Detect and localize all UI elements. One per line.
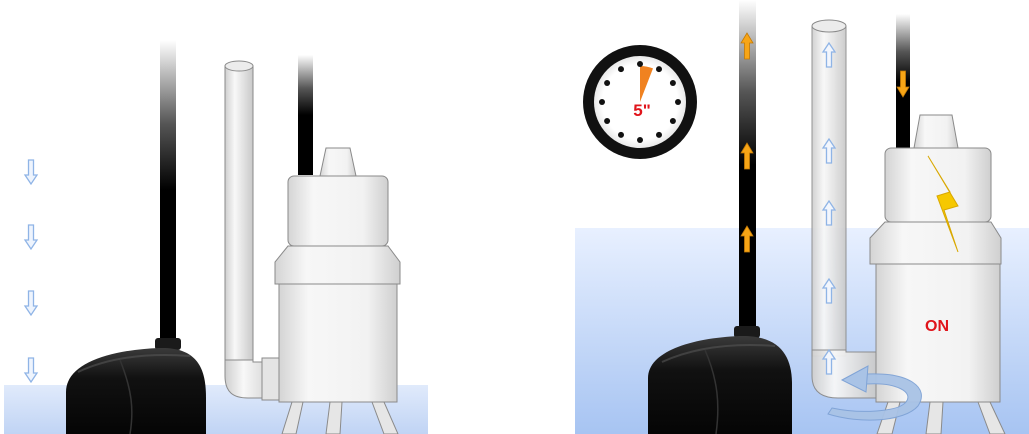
submersible-pump: ON bbox=[869, 114, 1006, 434]
circular-flow-arrow-icon bbox=[827, 365, 922, 421]
water-drop-arrows bbox=[24, 159, 38, 383]
float-switch-cable bbox=[160, 40, 176, 340]
pump-power-cable bbox=[298, 55, 313, 175]
arrow-down-icon bbox=[24, 357, 38, 383]
lightning-bolt-icon bbox=[927, 155, 959, 253]
float-switch bbox=[648, 335, 792, 434]
arrow-down-icon bbox=[24, 224, 38, 250]
timer-label: 5" bbox=[633, 101, 651, 120]
float-switch bbox=[66, 347, 206, 434]
pump-status-label: ON bbox=[925, 318, 949, 335]
arrow-down-icon bbox=[24, 290, 38, 316]
left-panel-water-low bbox=[4, 40, 428, 434]
right-panel-water-high: 5" bbox=[575, 0, 1029, 434]
clock-timer-icon: 5" bbox=[583, 45, 697, 159]
discharge-pipe bbox=[224, 60, 281, 401]
arrow-down-icon bbox=[24, 159, 38, 185]
submersible-pump bbox=[274, 147, 401, 434]
